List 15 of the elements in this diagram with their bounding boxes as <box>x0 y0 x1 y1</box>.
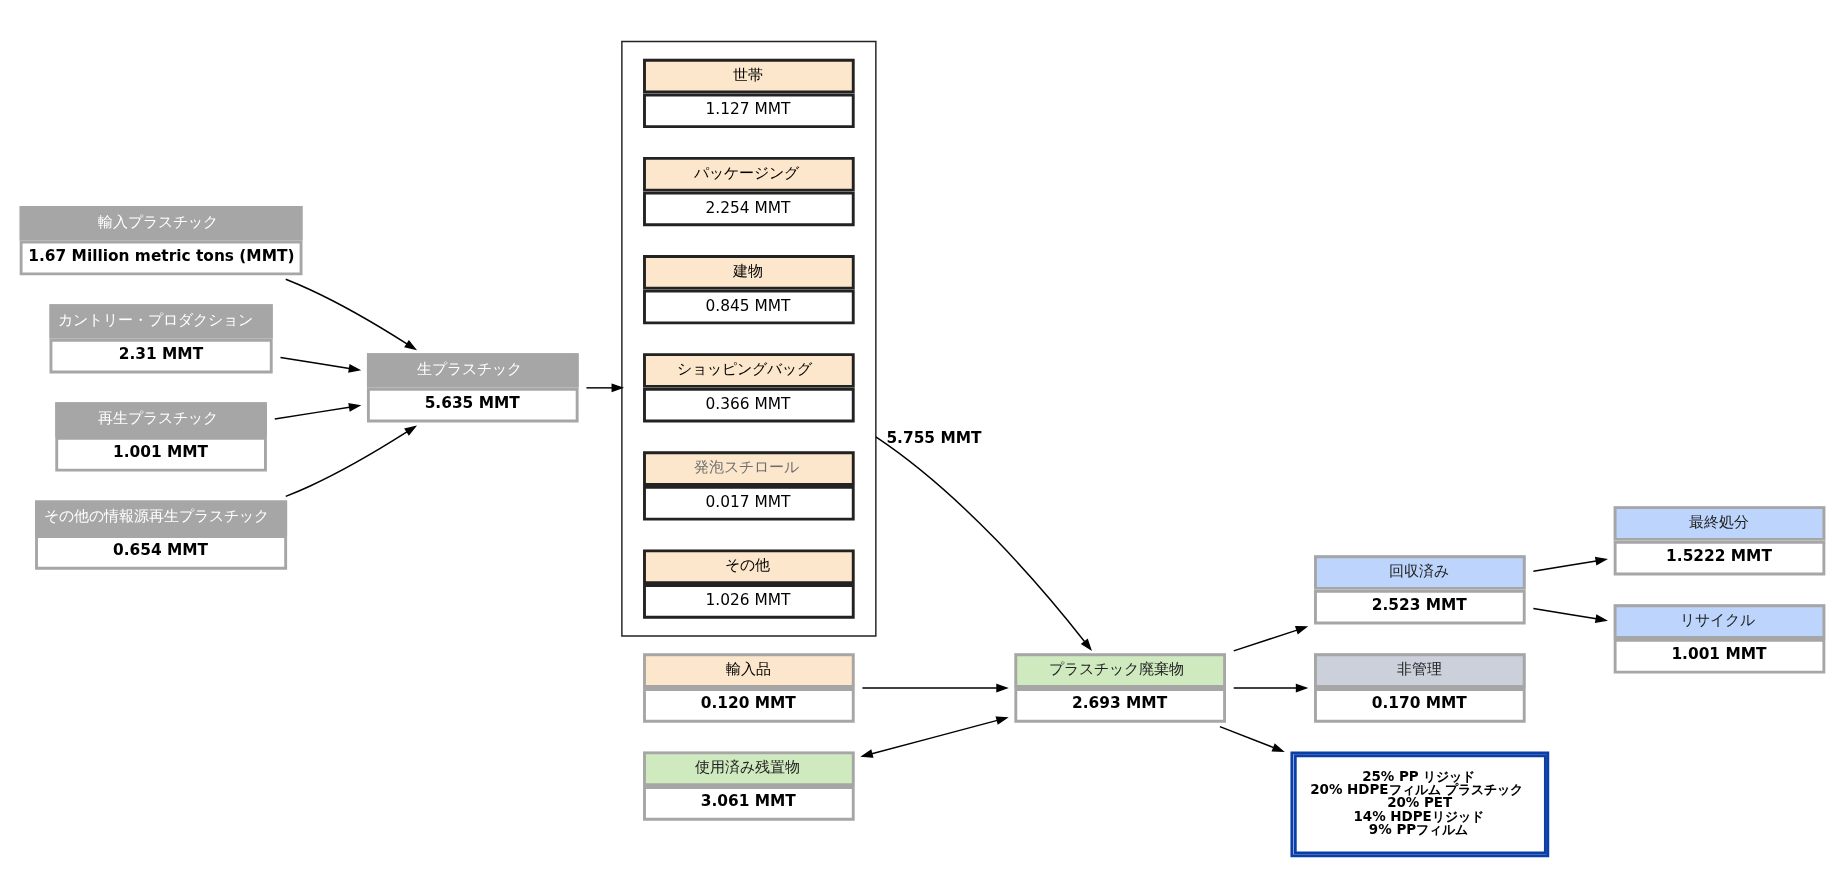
arrow <box>1532 556 1608 573</box>
arrow <box>279 356 362 373</box>
arrow <box>1219 725 1285 752</box>
arrow <box>875 436 1092 652</box>
arrow <box>585 383 625 393</box>
arrow <box>274 403 362 420</box>
arrow <box>860 716 1009 758</box>
edge-label: 5.755 MMT <box>886 428 982 447</box>
arrow <box>1532 607 1608 623</box>
cluster <box>621 40 877 637</box>
arrow <box>1233 683 1309 693</box>
arrow <box>285 425 418 498</box>
arrow <box>1233 626 1309 652</box>
arrow <box>861 683 1009 693</box>
arrow <box>285 278 418 351</box>
